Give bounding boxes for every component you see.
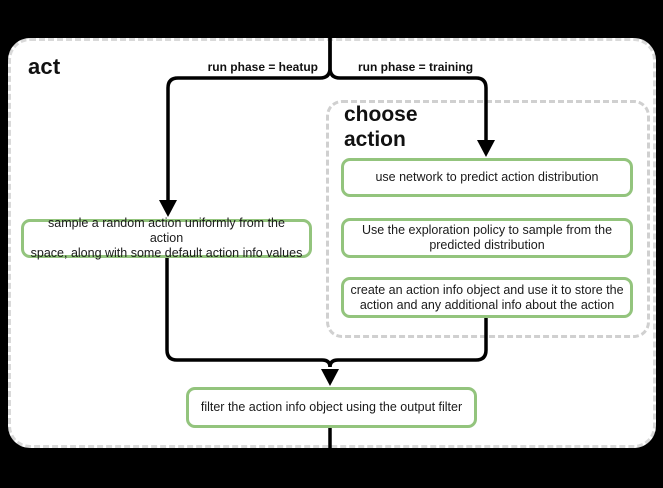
flow-title-act: act — [28, 54, 61, 79]
choose-action-group — [326, 100, 650, 338]
node-sample-random-action: sample a random action uniformly from th… — [21, 216, 312, 260]
node-exploration-policy-sample: Use the exploration policy to sample fro… — [341, 218, 633, 258]
node-create-action-info-object: create an action info object and use it … — [341, 277, 633, 318]
choose-action-title: choose action — [344, 103, 418, 151]
node-filter-action-info: filter the action info object using the … — [186, 387, 477, 428]
branch-label-training: run phase = training — [358, 60, 474, 74]
branch-label-heatup: run phase = heatup — [207, 60, 318, 74]
node-predict-action-distribution: use network to predict action distributi… — [341, 158, 633, 197]
